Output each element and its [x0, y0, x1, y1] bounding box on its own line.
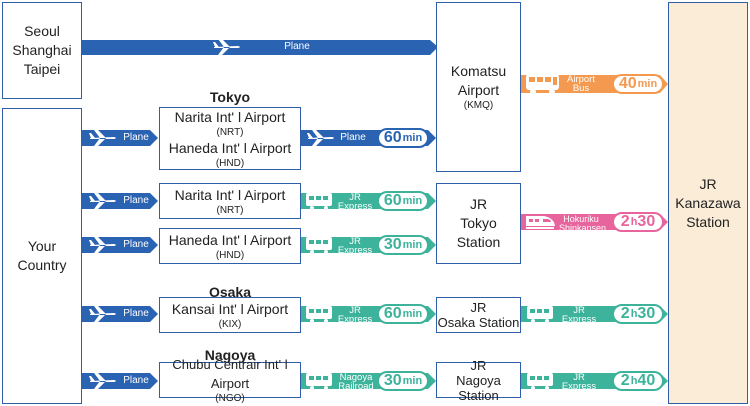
jr-osaka-line1: JR [470, 300, 487, 315]
kansai-name: Kansai Int' l Airport [171, 300, 289, 317]
jr-osaka-box: JR Osaka Station [436, 297, 521, 333]
chubu-code: (NGO) [215, 393, 245, 404]
plane-label-asia: Plane [284, 41, 310, 52]
jr-label-narita-1: JR [349, 192, 361, 203]
plane-label-tokyo: Plane [123, 132, 149, 143]
train-icon [527, 306, 553, 323]
plane-icon [89, 237, 116, 253]
train-icon [306, 193, 332, 210]
jr-label-nagoya-1: JR [573, 372, 585, 383]
jr-osaka-line2: Osaka Station [437, 315, 520, 330]
komatsu-box: Komatsu Airport (KMQ) [436, 2, 521, 172]
tokyo-airports-box: Narita Int' l Airport (NRT) Haneda Int' … [159, 107, 301, 170]
jr-nagoya-line2: Nagoya Station [456, 372, 501, 403]
origin-shanghai: Shanghai [12, 42, 72, 58]
haneda-name-2: Haneda Int' l Airport [168, 231, 292, 248]
jr-label-nagoya-2: Express [561, 381, 597, 392]
kansai-code: (KIX) [218, 318, 242, 330]
narita-name: Narita Int' l Airport [174, 108, 286, 125]
komatsu-line1: Komatsu [450, 63, 507, 79]
origin-taipei: Taipei [23, 61, 61, 77]
plane-label-narita: Plane [123, 195, 149, 206]
plane-icon [89, 193, 116, 209]
plane-icon [89, 306, 116, 322]
kansai-box: Kansai Int' l Airport (KIX) [159, 297, 301, 333]
shinkansen-label-1: Hokuriku [563, 214, 599, 224]
kanazawa-line3: Station [686, 213, 730, 230]
railroad-label-2: Railroad [338, 381, 374, 392]
railroad-label-1: Nagoya [339, 372, 373, 383]
haneda-name: Haneda Int' l Airport [168, 139, 292, 156]
train-icon [306, 237, 332, 254]
narita-name-2: Narita Int' l Airport [174, 186, 286, 203]
train-icon [306, 373, 332, 390]
section-nagoya: Nagoya [204, 347, 256, 363]
komatsu-line2: Airport [457, 82, 500, 98]
jr-tokyo-box: JR Tokyo Station [436, 183, 521, 264]
jr-label-osaka-1: JR [573, 305, 585, 316]
shinkansen-label-2: Shinkansen [559, 223, 607, 233]
plane-label-tokyo-komatsu: Plane [340, 132, 366, 143]
section-osaka: Osaka [208, 284, 252, 300]
plane-label-haneda: Plane [123, 239, 149, 250]
narita-box: Narita Int' l Airport (NRT) [159, 183, 301, 219]
jr-tokyo-line2: Tokyo [460, 215, 497, 231]
jr-nagoya-box: JR Nagoya Station [436, 358, 521, 403]
train-icon [306, 306, 332, 323]
bus-label-2: Bus [572, 83, 590, 94]
jr-label-narita-2: Express [337, 201, 373, 212]
bus-icon [526, 74, 559, 95]
haneda-box: Haneda Int' l Airport (HND) [159, 228, 301, 264]
jr-label-osaka-2: Express [561, 314, 597, 325]
plane-icon [213, 39, 240, 55]
plane-icon [307, 130, 334, 146]
plane-label-kansai: Plane [123, 308, 149, 319]
origin-seoul: Seoul [24, 23, 60, 39]
jr-label-kansai-1: JR [349, 305, 361, 316]
chubu-box: Chubu Centrair Int' l Airport (NGO) [159, 357, 301, 404]
komatsu-code: (KMQ) [463, 100, 494, 111]
jr-label-kansai-2: Express [337, 314, 373, 325]
origin-home-box: Your Country [2, 108, 82, 404]
origin-asia-box: Seoul Shanghai Taipei [2, 2, 82, 99]
section-tokyo: Tokyo [209, 89, 251, 105]
haneda-code-2: (HND) [215, 249, 245, 261]
jr-label-haneda-2: Express [337, 245, 373, 256]
jr-tokyo-line1: JR [469, 196, 488, 212]
kanazawa-line1: JR [699, 175, 717, 192]
plane-arrow-asia [82, 40, 438, 55]
shinkansen-icon [526, 216, 555, 229]
chubu-name: Chubu Centrair Int' l Airport [172, 357, 288, 391]
plane-label-chubu: Plane [123, 375, 149, 386]
origin-your-country: Your Country [17, 238, 67, 273]
bus-label-1: Airport [567, 74, 595, 85]
kanazawa-station-box: JR Kanazawa Station [668, 2, 748, 404]
narita-code: (NRT) [216, 126, 244, 138]
narita-code-2: (NRT) [216, 204, 244, 216]
plane-icon [89, 373, 116, 389]
train-icon [527, 373, 553, 390]
jr-nagoya-line1: JR [470, 357, 487, 373]
jr-label-haneda-1: JR [349, 236, 361, 247]
haneda-code: (HND) [215, 157, 245, 169]
plane-icon [89, 130, 116, 146]
kanazawa-line2: Kanazawa [675, 194, 741, 211]
jr-tokyo-line3: Station [456, 234, 501, 250]
